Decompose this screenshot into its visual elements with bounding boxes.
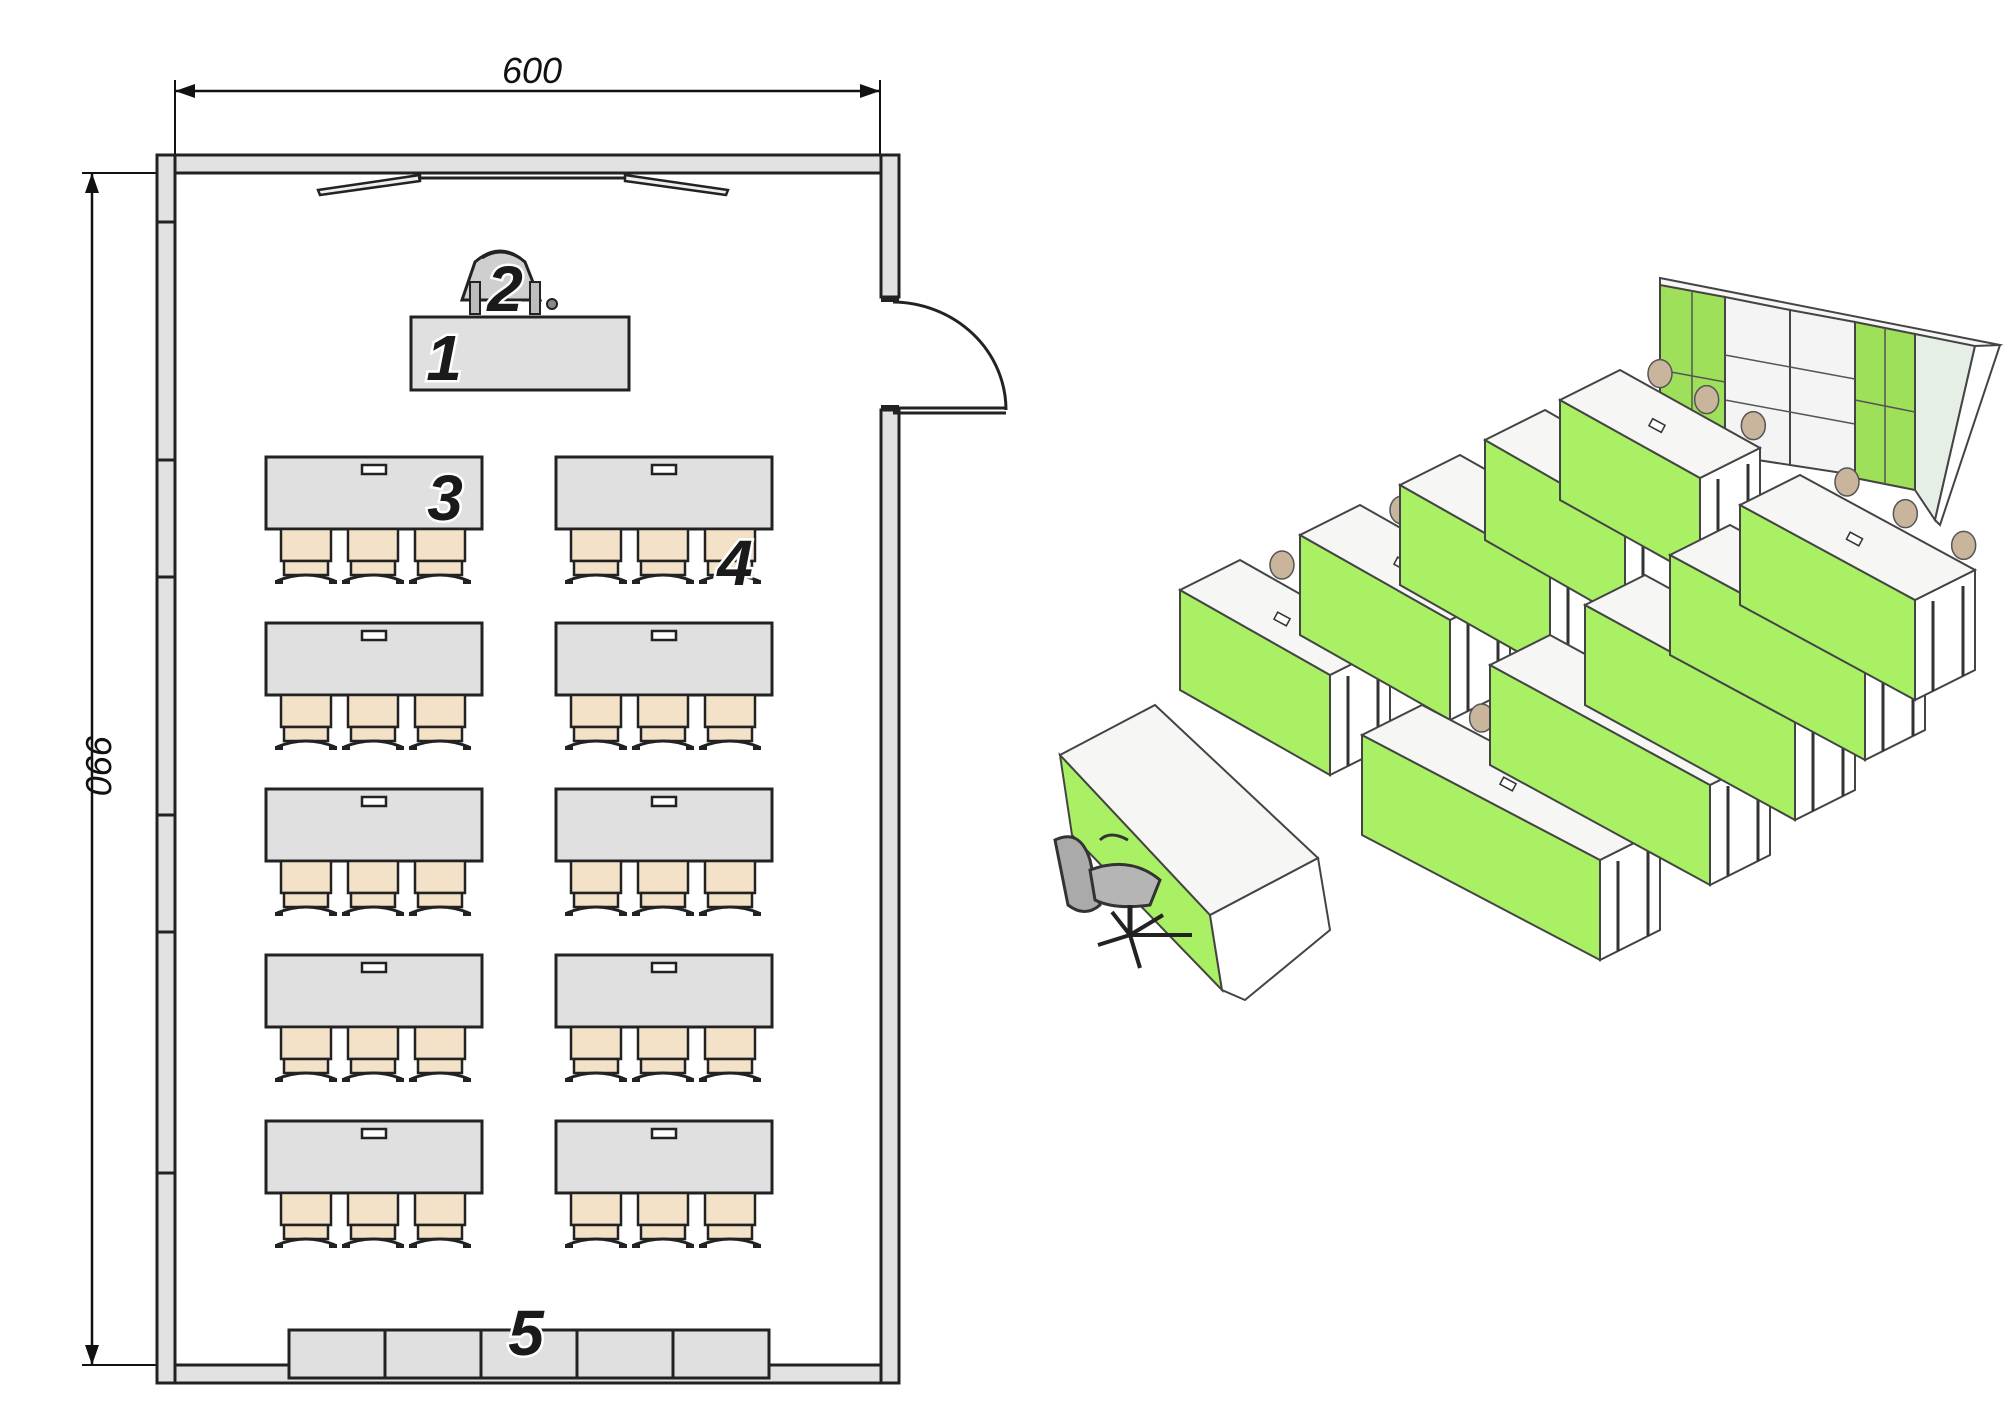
student-chair — [565, 1025, 627, 1082]
desk-nameplate — [360, 463, 388, 476]
student-desk-set — [264, 621, 484, 750]
student-desks — [264, 455, 774, 1248]
student-chair — [699, 859, 761, 916]
student-desk-set — [554, 953, 774, 1082]
student-chair — [409, 693, 471, 750]
label-3: 3 — [427, 462, 463, 534]
student-chair — [699, 527, 761, 584]
desk-nameplate — [650, 629, 678, 642]
height-dimension-label: 990 — [78, 735, 119, 795]
student-chair — [699, 1191, 761, 1248]
whiteboard — [316, 173, 730, 197]
iso-chair — [1269, 550, 1295, 580]
height-dimension: 990 — [78, 172, 175, 1366]
iso-nameplate — [1845, 531, 1864, 547]
desk-nameplate — [360, 795, 388, 808]
classroom-3d-view — [1053, 276, 2004, 1002]
iso-student-desk — [1737, 467, 1978, 702]
iso-chair — [1892, 498, 1919, 529]
iso-chair — [1950, 530, 1977, 561]
desk-nameplate — [360, 629, 388, 642]
student-desk-set — [264, 787, 484, 916]
label-4: 4 — [715, 527, 753, 599]
iso-chair — [1647, 358, 1673, 389]
iso-nameplate — [1647, 417, 1667, 434]
iso-nameplate — [1498, 776, 1518, 792]
width-dimension: 600 — [174, 50, 881, 160]
student-chair — [565, 859, 627, 916]
student-desk-set — [554, 1119, 774, 1248]
student-chair — [342, 693, 404, 750]
student-chair — [565, 693, 627, 750]
iso-teacher-chair — [1053, 833, 1192, 969]
desk-nameplate — [650, 463, 678, 476]
student-chair — [632, 693, 694, 750]
teacher-desk: 1 — [409, 315, 631, 397]
student-desk-set — [554, 787, 774, 916]
desk-nameplate — [650, 1127, 678, 1140]
desk-nameplate — [360, 961, 388, 974]
student-chair — [565, 1191, 627, 1248]
student-chair — [632, 527, 694, 584]
iso-chair — [1834, 467, 1860, 497]
student-chair — [409, 1191, 471, 1248]
width-dimension-label: 600 — [502, 50, 562, 91]
iso-chair — [1740, 410, 1767, 441]
student-chair — [565, 527, 627, 584]
student-chair — [275, 527, 337, 584]
teacher-chair: 2 — [459, 249, 558, 328]
student-chair — [632, 1191, 694, 1248]
door — [881, 296, 1008, 415]
student-chair — [409, 527, 471, 584]
student-chair — [275, 693, 337, 750]
floor-plan: 600 990 — [78, 50, 1008, 1385]
label-1: 1 — [426, 322, 462, 394]
student-chair — [632, 1025, 694, 1082]
student-chair — [275, 859, 337, 916]
desk-nameplate — [360, 1127, 388, 1140]
storage-cabinets: 5 — [287, 1295, 771, 1380]
student-chair — [275, 1025, 337, 1082]
student-chair — [699, 1025, 761, 1082]
student-chair — [275, 1191, 337, 1248]
student-desk-set — [554, 455, 774, 584]
student-chair — [342, 859, 404, 916]
student-desk-set — [264, 1119, 484, 1248]
student-desk-set — [264, 455, 484, 584]
student-chair — [699, 693, 761, 750]
desk-nameplate — [650, 795, 678, 808]
label-2: 2 — [486, 253, 523, 325]
student-chair — [342, 1025, 404, 1082]
student-desk-set — [554, 621, 774, 750]
student-chair — [632, 859, 694, 916]
desk-nameplate — [650, 961, 678, 974]
student-chair — [342, 527, 404, 584]
student-chair — [409, 859, 471, 916]
student-chair — [409, 1025, 471, 1082]
student-chair — [342, 1191, 404, 1248]
iso-chair — [1693, 384, 1720, 415]
iso-student-desks — [1177, 358, 1978, 962]
student-desk-set — [264, 953, 484, 1082]
label-5: 5 — [508, 1297, 545, 1369]
iso-nameplate — [1272, 611, 1292, 627]
